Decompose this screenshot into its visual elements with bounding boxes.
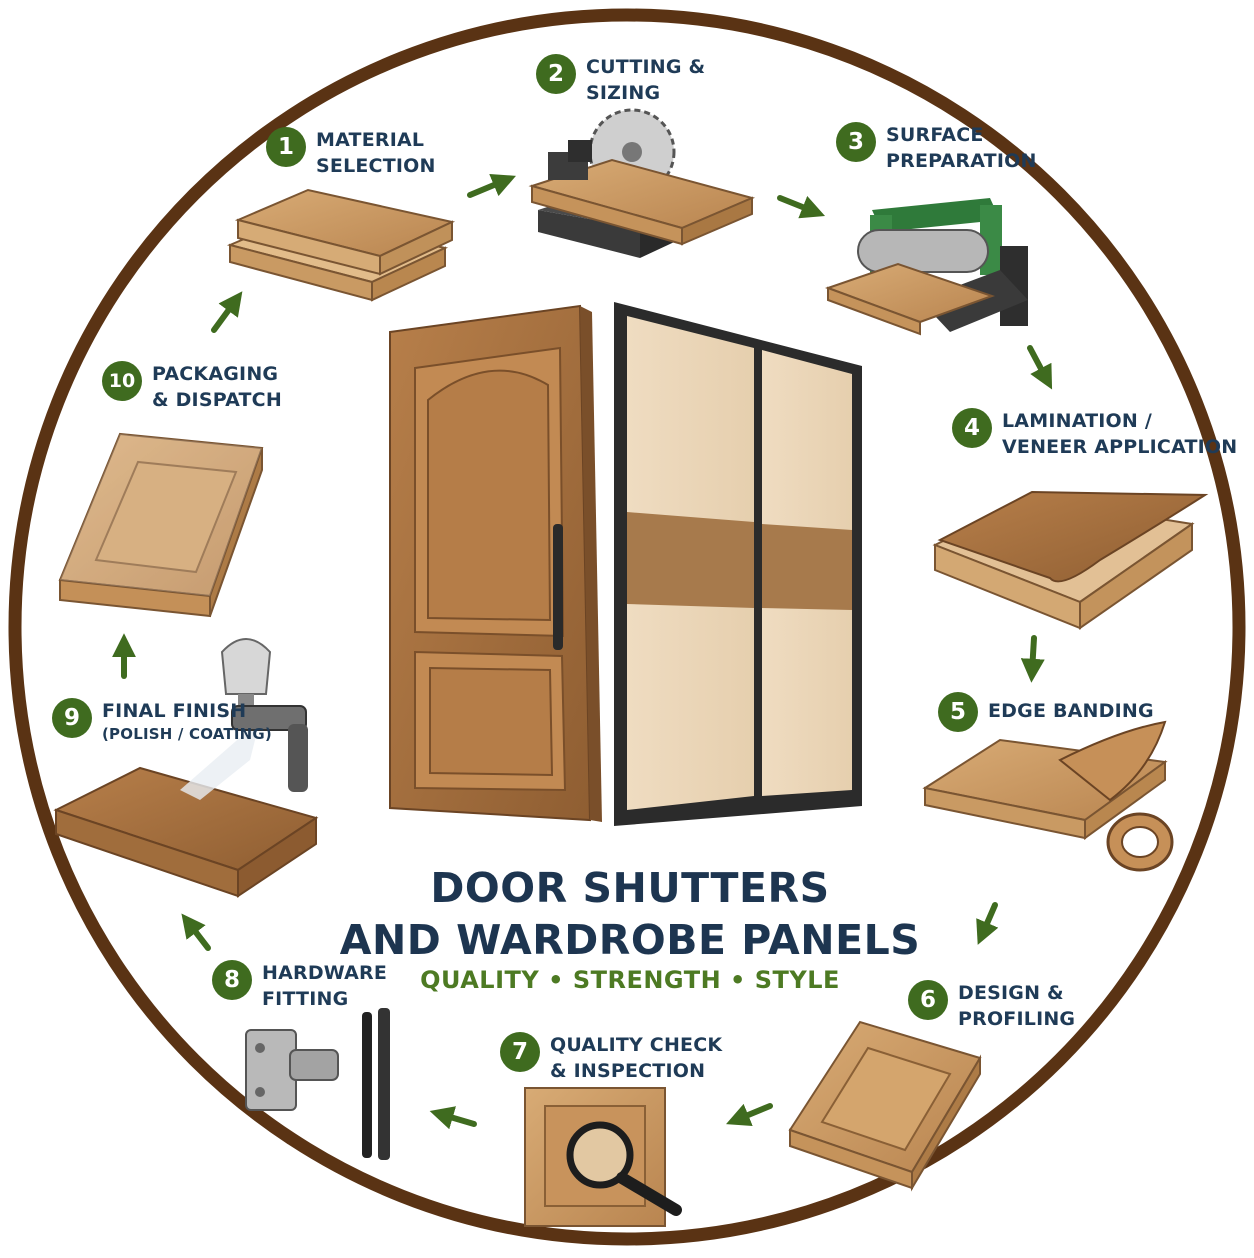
step-8-line2: FITTING <box>262 988 349 1010</box>
step-3-line1: SURFACE <box>886 124 984 146</box>
step-3-badge: 3 <box>836 122 876 162</box>
arrow-3-to-4 <box>1027 345 1053 390</box>
step-10-label: PACKAGING & DISPATCH <box>152 361 282 413</box>
step-9-label: FINAL FINISH (POLISH / COATING) <box>102 698 272 744</box>
step-4-line1: LAMINATION / <box>1002 410 1152 432</box>
wooden-door-illustration <box>389 304 602 822</box>
step-9: 9 FINAL FINISH (POLISH / COATING) <box>52 698 272 744</box>
step-8-line1: HARDWARE <box>262 962 388 984</box>
step-4-label: LAMINATION / VENEER APPLICATION <box>1002 408 1237 460</box>
step-8: 8 HARDWARE FITTING <box>212 960 387 1012</box>
step-7: 7 QUALITY CHECK & INSPECTION <box>500 1032 722 1084</box>
veneer-sheet-icon <box>932 490 1209 630</box>
step-1-badge: 1 <box>266 127 306 167</box>
step-2-line1: CUTTING & <box>586 56 706 78</box>
step-1-label: MATERIAL SELECTION <box>316 127 436 179</box>
step-7-line1: QUALITY CHECK <box>550 1034 723 1056</box>
sanding-machine-icon <box>825 198 1028 336</box>
tagline: QUALITY • STRENGTH • STYLE <box>420 966 840 994</box>
sliding-wardrobe-illustration <box>614 302 862 826</box>
spray-gun-icon <box>53 638 319 898</box>
arrow-4-to-5 <box>1020 635 1045 683</box>
arrow-10-to-1 <box>211 291 243 333</box>
step-10-line1: PACKAGING <box>152 363 279 385</box>
step-9-line1: FINAL FINISH <box>102 700 247 722</box>
step-1-line1: MATERIAL <box>316 129 425 151</box>
step-4: 4 LAMINATION / VENEER APPLICATION <box>952 408 1237 460</box>
step-7-badge: 7 <box>500 1032 540 1072</box>
door-handle <box>553 524 563 650</box>
wrapped-panel-icon <box>58 432 264 618</box>
step-8-label: HARDWARE FITTING <box>262 960 387 1012</box>
main-title-line2: AND WARDROBE PANELS <box>339 916 921 964</box>
step-7-line2: & INSPECTION <box>550 1060 706 1082</box>
step-10-line2: & DISPATCH <box>152 389 282 411</box>
arrow-2-to-3 <box>777 195 826 219</box>
stacked-boards-icon <box>226 188 456 302</box>
step-10-badge: 10 <box>102 361 142 401</box>
table-saw-icon <box>528 108 756 258</box>
step-6-line2: PROFILING <box>958 1008 1076 1030</box>
hinge-handle-icon <box>245 1008 390 1160</box>
magnifier-icon <box>524 1087 682 1227</box>
step-5: 5 EDGE BANDING <box>938 692 1154 732</box>
step-7-label: QUALITY CHECK & INSPECTION <box>550 1032 722 1084</box>
main-title: DOOR SHUTTERS AND WARDROBE PANELS <box>320 862 940 966</box>
flow-arrows <box>112 174 1053 1130</box>
step-6-line1: DESIGN & <box>958 982 1064 1004</box>
step-6: 6 DESIGN & PROFILING <box>908 980 1075 1032</box>
arrow-6-to-7 <box>726 1103 773 1127</box>
step-2: 2 CUTTING & SIZING <box>536 54 705 106</box>
step-10: 10 PACKAGING & DISPATCH <box>102 361 282 413</box>
arrow-7-to-8 <box>429 1106 477 1130</box>
step-9-line2: (POLISH / COATING) <box>102 725 272 743</box>
arrow-5-to-6 <box>976 902 999 945</box>
step-1-line2: SELECTION <box>316 155 436 177</box>
arrow-1-to-2 <box>467 174 516 198</box>
step-2-label: CUTTING & SIZING <box>586 54 705 106</box>
step-3-label: SURFACE PREPARATION <box>886 122 1037 174</box>
step-3: 3 SURFACE PREPARATION <box>836 122 1037 174</box>
profiled-panel-icon <box>788 1020 982 1192</box>
step-6-label: DESIGN & PROFILING <box>958 980 1075 1032</box>
step-5-label: EDGE BANDING <box>988 692 1154 724</box>
step-6-badge: 6 <box>908 980 948 1020</box>
main-title-line1: DOOR SHUTTERS <box>430 864 830 912</box>
step-2-line2: SIZING <box>586 82 661 104</box>
step-9-badge: 9 <box>52 698 92 738</box>
step-3-line2: PREPARATION <box>886 150 1037 172</box>
edge-band-roll-icon <box>922 720 1174 872</box>
arrow-8-to-9 <box>181 913 211 951</box>
step-2-badge: 2 <box>536 54 576 94</box>
step-5-badge: 5 <box>938 692 978 732</box>
step-1: 1 MATERIAL SELECTION <box>266 127 436 179</box>
step-8-badge: 8 <box>212 960 252 1000</box>
step-4-badge: 4 <box>952 408 992 448</box>
step-4-line2: VENEER APPLICATION <box>1002 436 1238 458</box>
step-5-line1: EDGE BANDING <box>988 700 1154 722</box>
